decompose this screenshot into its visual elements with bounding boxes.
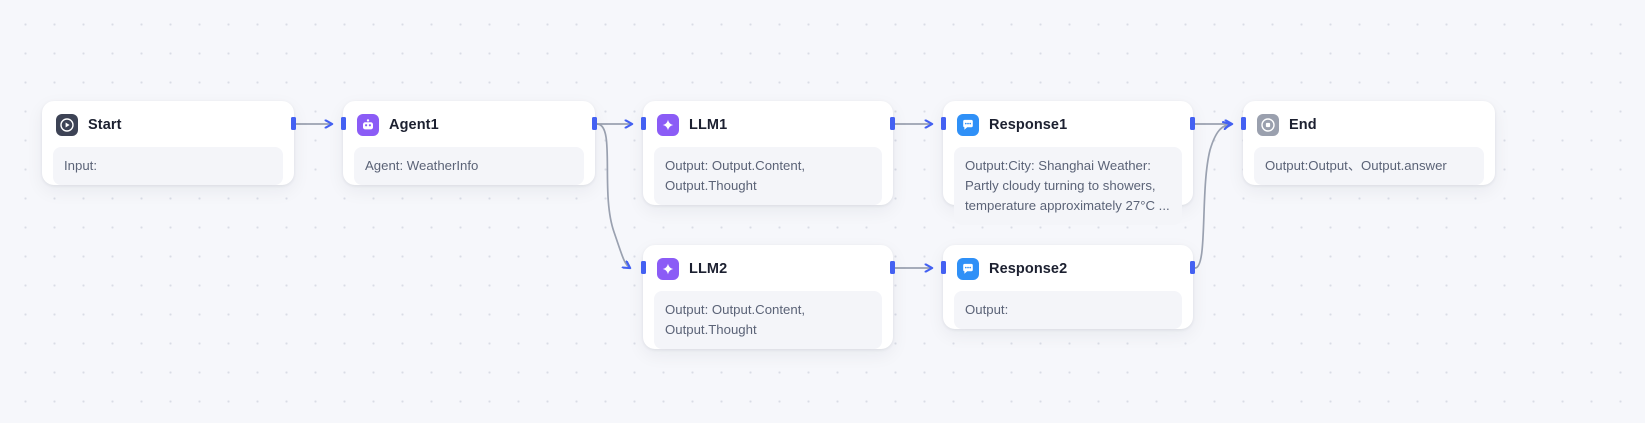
node-title: Response2 — [989, 261, 1068, 277]
node-header: Response2 — [954, 256, 1182, 282]
node-start[interactable]: Start Input: — [42, 101, 296, 185]
node-body-text: Output: Output.Content, Output.Thought — [654, 147, 882, 205]
node-body-text: Output: — [954, 291, 1182, 329]
node-agent1[interactable]: Agent1 Agent: WeatherInfo — [341, 101, 597, 185]
node-header: Agent1 — [354, 112, 584, 138]
node-title: End — [1289, 117, 1317, 133]
port-out-agent1[interactable] — [592, 117, 597, 130]
sparkle-icon — [657, 258, 679, 280]
node-header: Start — [53, 112, 283, 138]
node-body-text: Agent: WeatherInfo — [354, 147, 584, 185]
chat-bubble-icon — [957, 114, 979, 136]
node-body-text: Output: Output.Content, Output.Thought — [654, 291, 882, 349]
node-end[interactable]: End Output:Output、Output.answer — [1241, 101, 1495, 185]
port-out-start[interactable] — [291, 117, 296, 130]
port-out-response1[interactable] — [1190, 117, 1195, 130]
node-response2[interactable]: Response2 Output: — [941, 245, 1195, 329]
sparkle-icon — [657, 114, 679, 136]
node-title: Agent1 — [389, 117, 439, 133]
edge-response2-to-end — [1194, 124, 1230, 269]
node-response1[interactable]: Response1 Output:City: Shanghai Weather:… — [941, 101, 1195, 225]
node-header: Response1 — [954, 112, 1182, 138]
port-in-llm1[interactable] — [641, 117, 646, 130]
port-out-llm1[interactable] — [890, 117, 895, 130]
port-in-end[interactable] — [1241, 117, 1246, 130]
agent-robot-icon — [357, 114, 379, 136]
port-in-response2[interactable] — [941, 261, 946, 274]
node-header: End — [1254, 112, 1484, 138]
port-in-agent1[interactable] — [341, 117, 346, 130]
stop-square-icon — [1257, 114, 1279, 136]
port-in-llm2[interactable] — [641, 261, 646, 274]
node-title: LLM2 — [689, 261, 728, 277]
edge-agent1-to-llm2 — [596, 123, 630, 268]
node-header: LLM1 — [654, 112, 882, 138]
node-body-text: Output:City: Shanghai Weather: Partly cl… — [954, 147, 1182, 225]
node-title: LLM1 — [689, 117, 728, 133]
node-header: LLM2 — [654, 256, 882, 282]
node-body-text: Input: — [53, 147, 283, 185]
node-title: Response1 — [989, 117, 1068, 133]
port-out-llm2[interactable] — [890, 261, 895, 274]
port-out-response2[interactable] — [1190, 261, 1195, 274]
node-title: Start — [88, 117, 122, 133]
node-llm1[interactable]: LLM1 Output: Output.Content, Output.Thou… — [641, 101, 895, 205]
node-body-text: Output:Output、Output.answer — [1254, 147, 1484, 185]
play-circle-icon — [56, 114, 78, 136]
node-llm2[interactable]: LLM2 Output: Output.Content, Output.Thou… — [641, 245, 895, 349]
port-in-response1[interactable] — [941, 117, 946, 130]
chat-bubble-icon — [957, 258, 979, 280]
